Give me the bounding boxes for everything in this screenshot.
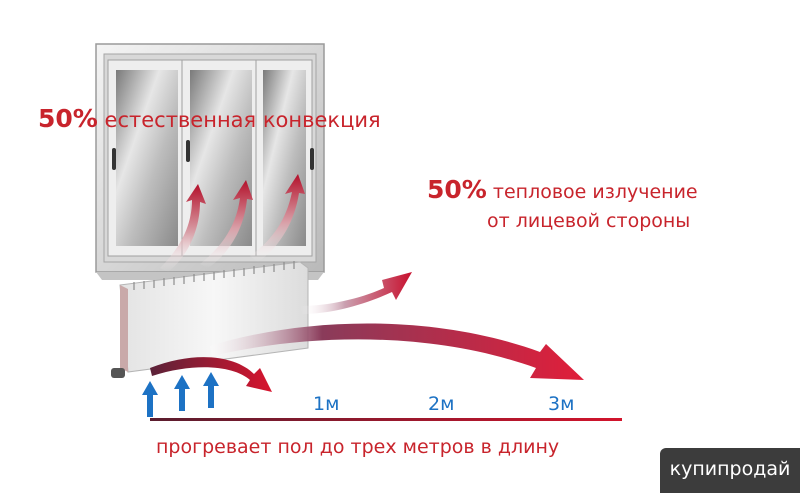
watermark-badge: купипродай <box>660 448 800 493</box>
convection-percent: 50% <box>38 104 98 133</box>
floor-heating-arrow-short <box>150 357 272 392</box>
floor-line <box>150 418 622 421</box>
distance-label-2m: 2м <box>428 393 455 415</box>
radiation-caption-line1: 50% тепловое излучение <box>427 175 698 204</box>
radiation-label: тепловое излучение <box>492 181 698 203</box>
distance-label-3m: 3м <box>548 393 575 415</box>
radiation-arrow <box>300 272 412 314</box>
floor-heating-arrow-3m <box>210 323 584 380</box>
convection-caption: 50% естественная конвекция <box>38 104 381 133</box>
radiation-percent: 50% <box>427 175 487 204</box>
cold-air-arrows <box>142 372 219 417</box>
distance-label-1m: 1м <box>313 393 340 415</box>
convection-arrows <box>160 174 305 272</box>
convection-label: естественная конвекция <box>104 108 381 132</box>
window <box>95 43 325 280</box>
thermostat-knob <box>111 368 125 378</box>
floor-caption: прогревает пол до трех метров в длину <box>156 436 560 458</box>
radiation-caption-line2: от лицевой стороны <box>487 210 691 232</box>
